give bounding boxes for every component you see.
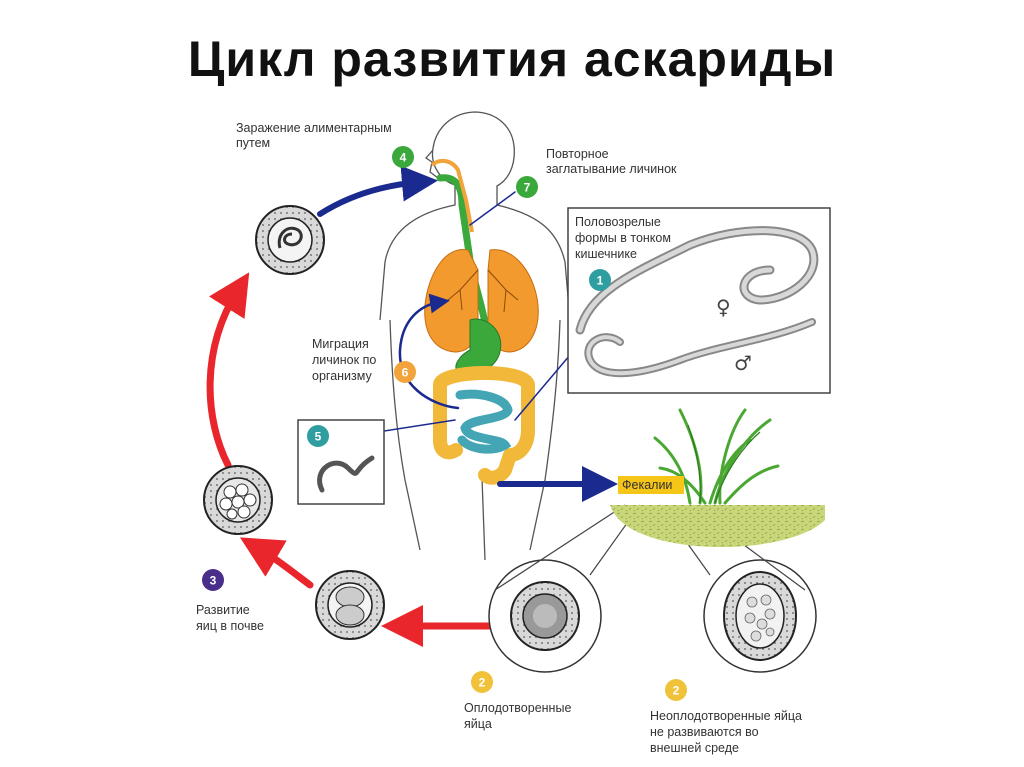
badge-2-unfertilized: 2 bbox=[665, 679, 687, 701]
badge-2-fertilized: 2 bbox=[471, 671, 493, 693]
label-unfertilized-1: Неоплодотворенные яйца bbox=[650, 709, 802, 723]
badge-7: 7 bbox=[516, 176, 538, 198]
label-soil-1: Развитие bbox=[196, 603, 250, 617]
label-migration-3: организму bbox=[312, 369, 372, 383]
human-body-outline bbox=[379, 111, 571, 561]
label-unfertilized-3: внешней среде bbox=[650, 741, 739, 755]
small-intestine bbox=[455, 389, 513, 454]
page-title: Цикл развития аскариды bbox=[187, 31, 837, 87]
label-adult-3: кишечнике bbox=[575, 247, 637, 261]
label-infection-2: путем bbox=[236, 136, 270, 150]
adult-worms-box bbox=[567, 207, 831, 394]
label-fertilized-2: яйца bbox=[464, 717, 492, 731]
badge-1: 1 bbox=[589, 269, 611, 291]
fertilized-egg-magnified bbox=[488, 559, 602, 673]
unfertilized-egg-magnified bbox=[703, 559, 817, 673]
badge-3: 3 bbox=[202, 569, 224, 591]
label-reswallow-2: заглатывание личинок bbox=[546, 162, 677, 176]
badge-4: 4 bbox=[392, 146, 414, 168]
egg-morula bbox=[203, 465, 273, 535]
feces-label-bg bbox=[618, 476, 684, 494]
egg-with-larva bbox=[255, 205, 325, 275]
svg-text:6: 6 bbox=[402, 366, 409, 380]
svg-text:2: 2 bbox=[673, 684, 680, 698]
soil-grass bbox=[610, 408, 825, 548]
svg-text:3: 3 bbox=[210, 574, 217, 588]
badge-5: 5 bbox=[307, 425, 329, 447]
bronchi bbox=[447, 269, 519, 313]
large-intestine bbox=[433, 366, 535, 485]
label-unfertilized-2: не развиваются во bbox=[650, 725, 759, 739]
label-adult-1: Половозрелые bbox=[575, 215, 661, 229]
svg-text:4: 4 bbox=[400, 151, 407, 165]
svg-text:2: 2 bbox=[479, 676, 486, 690]
red-cycle-arrows bbox=[206, 272, 494, 647]
svg-text:5: 5 bbox=[315, 430, 322, 444]
label-migration-1: Миграция bbox=[312, 337, 369, 351]
label-infection-1: Заражение алиментарным bbox=[236, 121, 392, 135]
label-feces: Фекалии bbox=[622, 478, 672, 492]
throat-path bbox=[430, 158, 474, 233]
label-migration-2: личинок по bbox=[312, 353, 376, 367]
label-adult-2: формы в тонком bbox=[575, 231, 671, 245]
egg-two-cell bbox=[315, 570, 385, 640]
badge-6: 6 bbox=[394, 361, 416, 383]
female-symbol: ♀ bbox=[716, 295, 731, 319]
label-fertilized-1: Оплодотворенные bbox=[464, 701, 571, 715]
blue-arrows bbox=[317, 165, 618, 502]
svg-text:1: 1 bbox=[597, 274, 604, 288]
label-soil-2: яиц в почве bbox=[196, 619, 264, 633]
male-symbol: ♂ bbox=[734, 351, 752, 375]
svg-text:7: 7 bbox=[524, 181, 531, 195]
label-reswallow-1: Повторное bbox=[546, 147, 609, 161]
